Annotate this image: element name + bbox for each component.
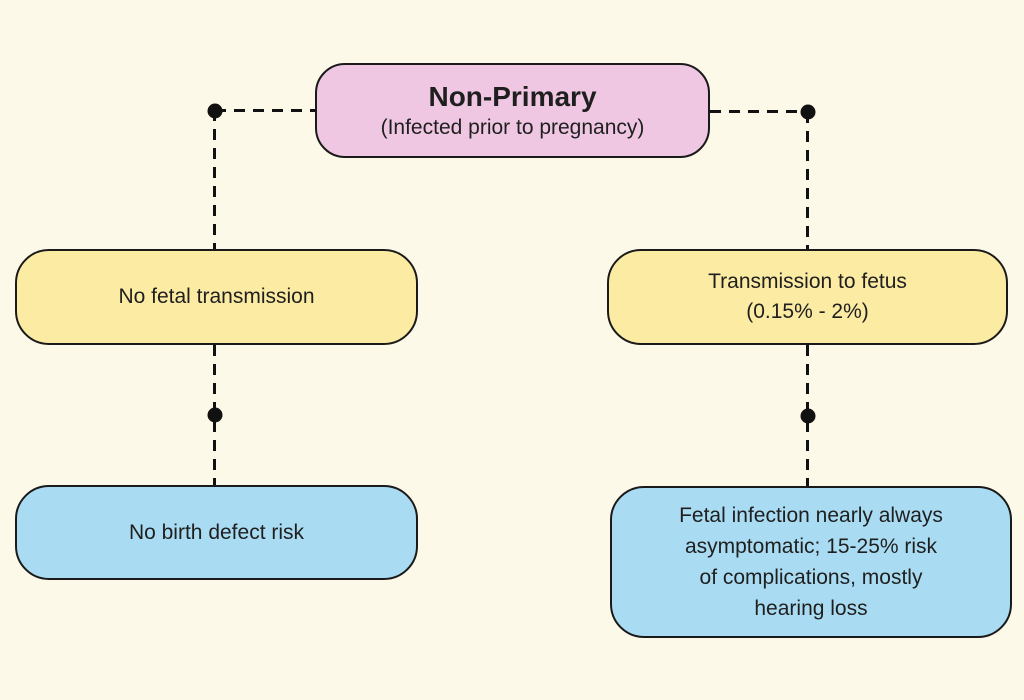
node-fetal-infection-outcome-line3: of complications, mostly — [699, 566, 923, 589]
node-transmission-to-fetus-line2: (0.15% - 2%) — [746, 300, 869, 323]
node-fetal-infection-outcome-line1: Fetal infection nearly always — [679, 504, 943, 527]
node-transmission-to-fetus-line1: Transmission to fetus — [708, 270, 907, 293]
node-no-fetal-transmission: No fetal transmission — [15, 249, 418, 345]
node-non-primary-title: Non-Primary — [428, 81, 597, 112]
node-non-primary: Non-Primary (Infected prior to pregnancy… — [315, 63, 710, 158]
node-fetal-infection-outcome-line4: hearing loss — [754, 597, 868, 620]
node-no-fetal-transmission-label: No fetal transmission — [118, 285, 315, 308]
node-fetal-infection-outcome: Fetal infection nearly always asymptomat… — [610, 486, 1012, 638]
junction-dot-left-top — [207, 103, 223, 119]
node-no-birth-defect-risk: No birth defect risk — [15, 485, 418, 580]
junction-dot-right-middle — [800, 408, 816, 424]
connector-root-right-horizontal — [710, 110, 808, 113]
node-fetal-infection-outcome-line2: asymptomatic; 15-25% risk — [684, 535, 938, 558]
node-no-birth-defect-risk-label: No birth defect risk — [128, 521, 305, 544]
node-transmission-to-fetus: Transmission to fetus (0.15% - 2%) — [607, 249, 1008, 345]
connector-right-vertical-upper — [806, 112, 809, 249]
connector-left-vertical-upper — [213, 110, 216, 249]
junction-dot-left-middle — [207, 407, 223, 423]
node-non-primary-subtitle: (Infected prior to pregnancy) — [380, 116, 645, 139]
connector-root-left-horizontal — [215, 109, 315, 112]
junction-dot-right-top — [800, 104, 816, 120]
